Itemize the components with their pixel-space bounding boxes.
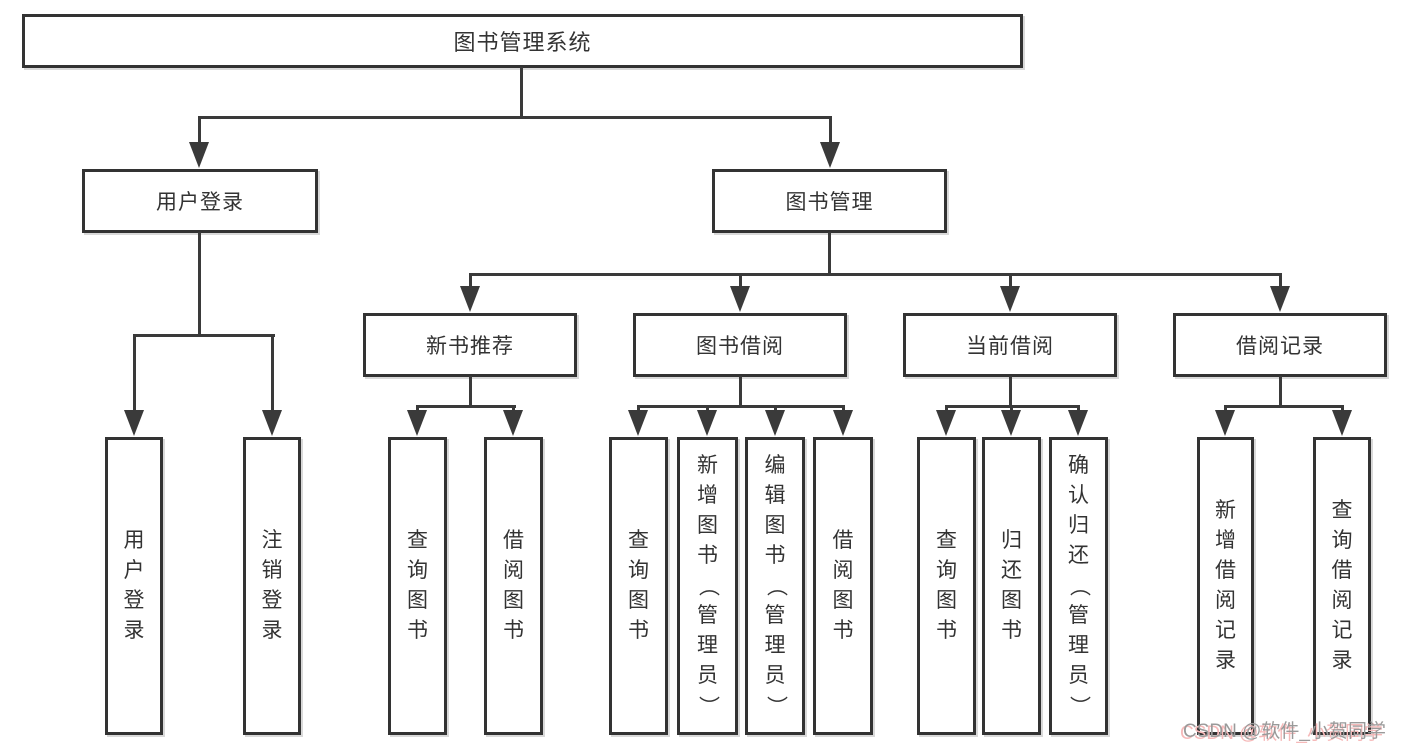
arrow-down-icon [460,286,480,312]
leaf-logout: 注销登录 [243,437,301,735]
leaf-label: 借阅图书 [503,529,524,642]
leaf-label: 借阅图书 [832,529,854,642]
leaf-label: 注销登录 [261,529,283,642]
arrow-down-icon [730,286,750,312]
connector-line [198,232,201,335]
arrow-down-icon [1332,410,1352,436]
leaf-label: 确认归还（管理员） [1067,454,1091,717]
leaf-label: 编辑图书（管理员） [764,454,787,717]
node-user-login: 用户登录 [82,169,318,233]
connector-line [198,116,201,150]
arrow-down-icon [1001,410,1021,436]
node-current-borrowing: 当前借阅 [903,313,1117,377]
connector-line [198,116,832,119]
leaf-add-borrow-record: 新增借阅记录 [1197,437,1254,735]
connector-line [739,376,742,407]
arrow-down-icon [1215,410,1235,436]
node-new-book-recommend: 新书推荐 [363,313,577,377]
connector-line [829,116,832,150]
leaf-label: 新增图书（管理员） [696,454,720,717]
node-book-borrowing: 图书借阅 [633,313,847,377]
arrow-down-icon [407,410,427,436]
arrow-down-icon [189,142,209,168]
csdn-watermark: CSDN @软件_小贺同学 [1183,721,1386,742]
leaf-label: 查询图书 [628,529,649,642]
leaf-borrow-books-recommend: 借阅图书 [484,437,543,735]
arrow-down-icon [124,410,144,436]
leaf-label: 归还图书 [1001,529,1022,642]
leaf-borrow-books: 借阅图书 [813,437,873,735]
leaf-confirm-return-admin: 确认归还（管理员） [1049,437,1108,735]
leaf-query-books-borrowing: 查询图书 [609,437,668,735]
connector-line [469,376,472,407]
arrow-down-icon [1000,286,1020,312]
leaf-add-books-admin: 新增图书（管理员） [677,437,738,735]
arrow-down-icon [765,410,785,436]
connector-line [133,334,275,337]
node-label: 图书管理系统 [453,30,592,55]
connector-line [828,232,831,274]
node-label: 图书管理 [785,191,874,214]
connector-line [1009,273,1012,294]
connector-line [520,67,523,117]
leaf-user-login: 用户登录 [105,437,163,735]
arrow-down-icon [262,410,282,436]
leaf-label: 查询借阅记录 [1331,499,1353,672]
leaf-label: 查询图书 [936,529,957,642]
node-label: 用户登录 [156,191,244,214]
leaf-edit-books-admin: 编辑图书（管理员） [745,437,805,735]
leaf-label: 用户登录 [123,529,145,642]
arrow-down-icon [833,410,853,436]
node-label: 借阅记录 [1236,335,1324,358]
leaf-return-books: 归还图书 [982,437,1041,735]
leaf-label: 新增借阅记录 [1215,499,1236,672]
arrow-down-icon [503,410,523,436]
arrow-down-icon [936,410,956,436]
connector-line [133,334,136,418]
connector-line [1279,273,1282,294]
connector-line [739,273,742,294]
leaf-query-books-recommend: 查询图书 [388,437,447,735]
arrow-down-icon [820,142,840,168]
node-book-management: 图书管理 [712,169,947,233]
leaf-query-books-current: 查询图书 [917,437,976,735]
arrow-down-icon [697,410,717,436]
connector-line [1224,405,1344,408]
leaf-query-borrow-record: 查询借阅记录 [1313,437,1371,735]
connector-line [1009,376,1012,407]
arrow-down-icon [1270,286,1290,312]
connector-line [637,405,845,408]
leaf-label: 查询图书 [407,529,428,642]
arrow-down-icon [628,410,648,436]
arrow-down-icon [1068,410,1088,436]
node-library-management-system: 图书管理系统 [22,14,1023,68]
node-label: 当前借阅 [966,335,1054,358]
node-label: 图书借阅 [696,335,784,358]
connector-line [1279,376,1282,407]
connector-line [469,273,1282,276]
connector-line [469,273,472,294]
connector-line [416,405,516,408]
node-borrowing-records: 借阅记录 [1173,313,1387,377]
node-label: 新书推荐 [426,335,514,358]
connector-line [271,334,274,418]
